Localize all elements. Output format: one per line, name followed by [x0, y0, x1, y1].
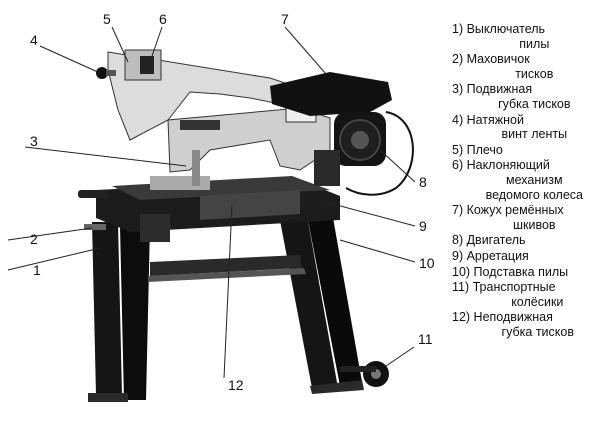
vise-handwheel: [78, 190, 108, 230]
legend-label-line: Двигатель: [466, 233, 526, 248]
callout-10: 10: [419, 255, 435, 271]
callout-8: 8: [419, 174, 427, 190]
legend-number: 12): [452, 310, 474, 325]
legend-number: 1): [452, 22, 467, 36]
legend-label-line: пилы: [519, 36, 550, 51]
legend-label-line: Выключатель: [466, 22, 546, 36]
leader-line-9: [317, 199, 416, 227]
leader-line-3: [24, 146, 187, 167]
legend-label-line: Неподвижная: [473, 310, 553, 325]
legend-label-line: Натяжной: [466, 112, 524, 127]
legend-label-line: губка тисков: [498, 96, 571, 111]
legend-number: 9): [452, 248, 467, 263]
leader-line-6: [149, 26, 163, 63]
legend-number: 10): [452, 264, 474, 279]
callout-6: 6: [159, 11, 167, 27]
legend-number: 3): [452, 82, 467, 97]
callout-1: 1: [33, 262, 41, 278]
legend-label-line: Транспортные: [472, 280, 556, 295]
legend-label: Арретация: [467, 249, 602, 264]
callout-12: 12: [228, 377, 244, 393]
legend-label-line: губка тисков: [501, 324, 574, 339]
leader-line-4: [39, 45, 101, 74]
tension-knob: [96, 67, 116, 79]
callout-numbers: 1 2 3 4 5 6 7 8 9 10 11 12: [30, 11, 435, 393]
legend-number: 2): [452, 52, 467, 67]
legend-item: 10) Подставка пилы: [452, 265, 602, 280]
leader-line-5: [111, 26, 129, 63]
legend-label-line: Маховичок: [466, 52, 530, 67]
saw-stand: [88, 210, 364, 402]
legend-label-line: тисков: [515, 66, 554, 81]
legend-label-line: Подставка пилы: [473, 264, 569, 279]
saw-base: [96, 176, 340, 242]
callout-5: 5: [103, 11, 111, 27]
legend-label: Плечо: [467, 143, 602, 158]
callout-7: 7: [281, 11, 289, 27]
legend-label-line: Кожух ремённых: [466, 203, 564, 218]
legend-number: 8): [452, 233, 467, 248]
legend-label-line: Наклоняющий: [466, 158, 550, 173]
leader-line-10: [339, 239, 416, 263]
leader-line-7: [284, 26, 327, 75]
legend-label-line: шкивов: [513, 217, 556, 232]
legend-number: 4): [452, 112, 467, 127]
legend-label-line: Арретация: [466, 248, 529, 263]
legend-label-line: винт ленты: [501, 127, 568, 142]
legend-number: 5): [452, 142, 467, 157]
leader-line-8: [379, 149, 416, 183]
legend-label-line: колёсики: [511, 294, 564, 309]
leader-line-2: [7, 227, 93, 241]
legend-label-line: механизм: [506, 172, 563, 187]
legend-label-line: Плечо: [466, 142, 503, 157]
leader-line-12: [223, 204, 233, 379]
saw-arm: [107, 49, 331, 186]
legend-number: 6): [452, 158, 467, 173]
legend-item: 9) Арретация: [452, 249, 602, 264]
leader-line-1: [7, 247, 101, 271]
legend-item: 8) Двигатель: [452, 233, 602, 248]
legend-label: Двигатель: [467, 233, 602, 248]
belt-cover-and-motor: [270, 72, 414, 196]
callout-4: 4: [30, 32, 38, 48]
leader-line-11: [385, 346, 415, 367]
transport-wheel: [340, 361, 389, 387]
leader-lines: [7, 26, 416, 379]
callout-11: 11: [418, 331, 433, 347]
legend-item: 5) Плечо: [452, 143, 602, 158]
legend-number: 7): [452, 203, 467, 218]
legend-label: Подставка пилы: [474, 265, 602, 280]
legend-number: 11): [452, 280, 473, 295]
callout-9: 9: [419, 218, 427, 234]
legend-label-line: ведомого колеса: [485, 187, 583, 202]
callout-3: 3: [30, 133, 38, 149]
callout-2: 2: [30, 231, 38, 247]
legend-label-line: Подвижная: [466, 82, 533, 97]
